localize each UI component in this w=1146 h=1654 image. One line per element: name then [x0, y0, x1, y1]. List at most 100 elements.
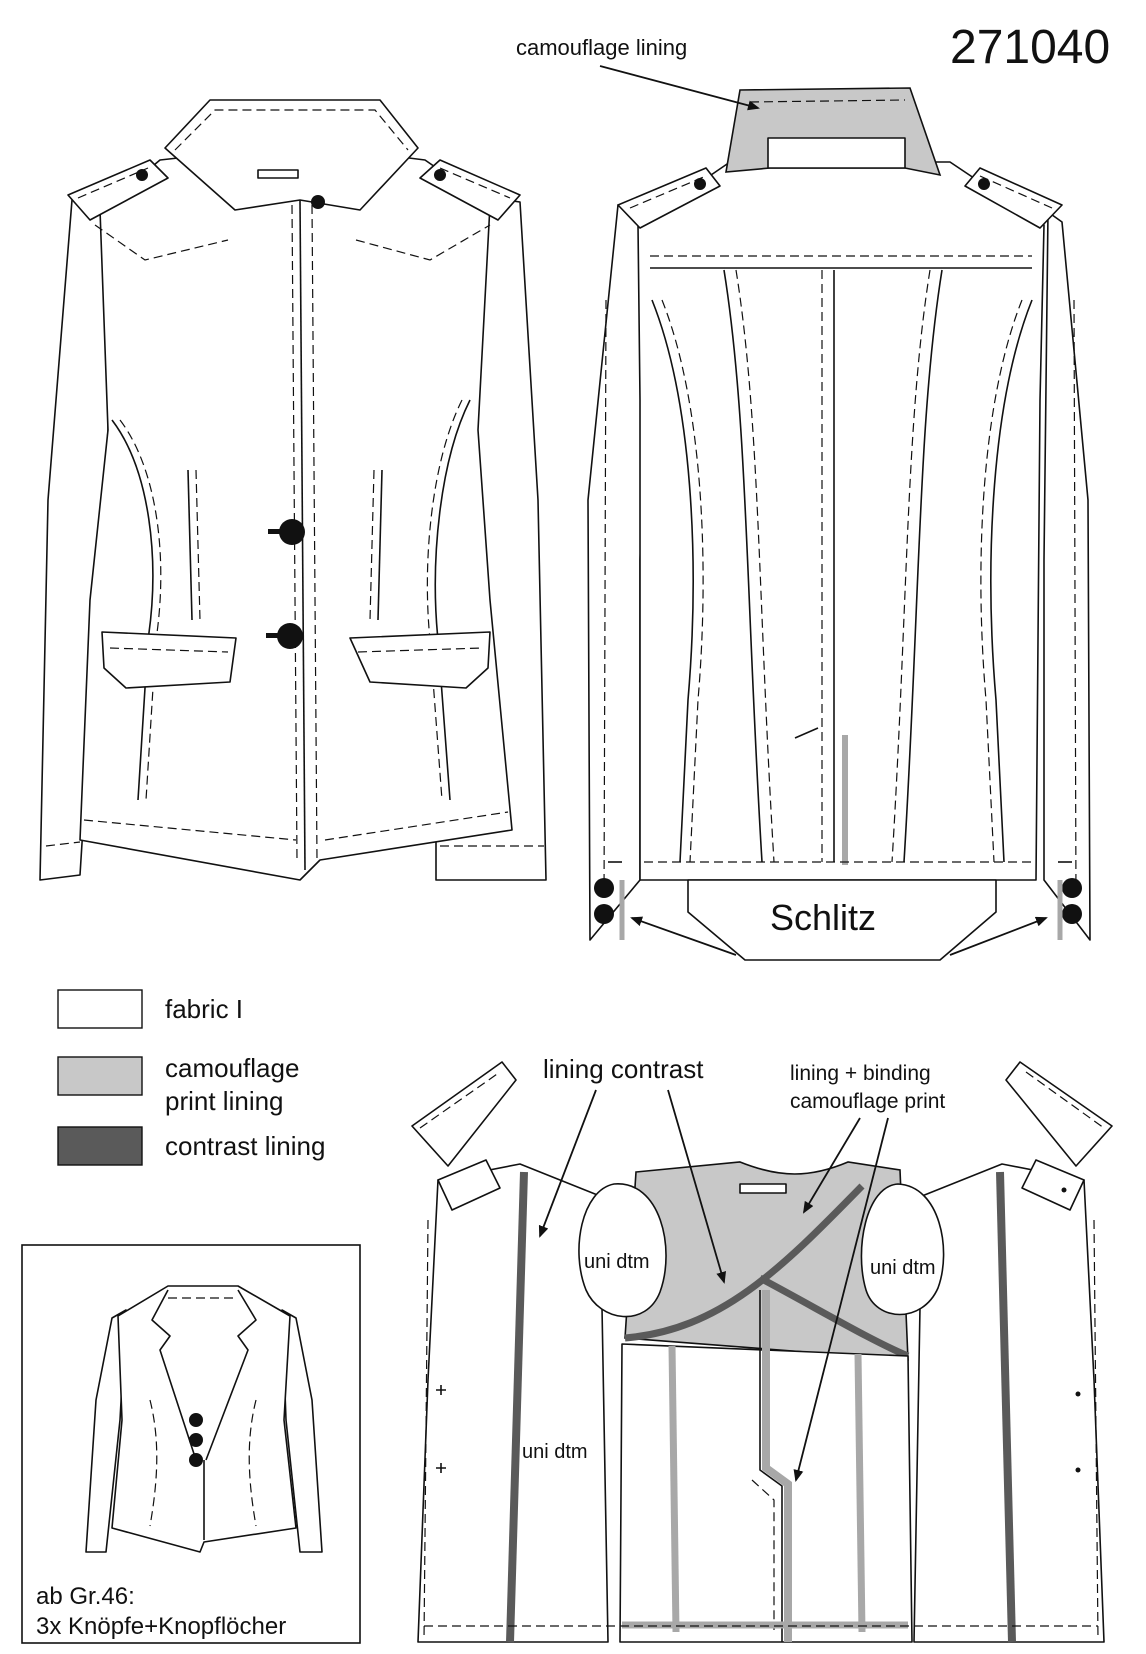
legend-swatch-camouflage	[57, 1056, 143, 1096]
stitch-line	[357, 647, 483, 653]
front-side-seam-left	[111, 419, 154, 801]
front-collar	[164, 99, 419, 211]
arrow-binding-to-pleat	[793, 1117, 889, 1482]
stitch-line	[45, 841, 81, 847]
stitch-line	[1093, 1219, 1099, 1641]
inset-size-note: ab Gr.46: 3x Knöpfe+Knopflöcher	[21, 1244, 361, 1644]
back-right-sleeve	[1043, 211, 1091, 941]
front-button-1	[279, 519, 305, 545]
back-hanger-tab	[767, 137, 906, 169]
inset-right-lapel	[205, 1289, 257, 1461]
inset-right-sleeve	[281, 1309, 323, 1553]
uni-dtm-armhole-left: uni dtm	[584, 1251, 650, 1273]
stitch-line	[77, 167, 149, 199]
stitch-line	[603, 299, 607, 901]
position-mark	[436, 1385, 446, 1395]
stitch-line	[248, 1399, 257, 1527]
inset-left-sleeve	[85, 1309, 127, 1553]
contrast-lining-strip-left	[506, 1171, 528, 1643]
back-side-seam-right	[990, 299, 1033, 863]
front-button-2	[277, 623, 303, 649]
callout-lining-binding-line1: lining + binding	[790, 1062, 931, 1085]
legend-swatch-fabric	[57, 989, 143, 1029]
inset-note-line1: ab Gr.46:	[36, 1583, 135, 1610]
stitch-line	[355, 224, 491, 261]
legend-label-camouflage-line1: camouflage	[165, 1053, 299, 1083]
legend: fabric I camouflage print lining contras…	[57, 989, 325, 1166]
arrow-lining-contrast-to-back	[667, 1089, 726, 1284]
cuff-button-right-1	[1062, 878, 1082, 898]
stitch-line	[83, 819, 297, 841]
back-view	[587, 87, 1091, 961]
callout-schlitz: Schlitz	[770, 897, 876, 938]
armhole-left	[578, 1183, 667, 1318]
interior-collar-left	[411, 1061, 517, 1167]
stitch-line	[1073, 299, 1077, 901]
stitch-line	[195, 469, 201, 621]
buttonhole	[268, 529, 286, 534]
arrow-schlitz-right	[949, 916, 1048, 956]
interior-left-front	[417, 1163, 609, 1643]
stitch-line	[661, 299, 704, 863]
stitch-line	[891, 269, 931, 863]
cuff-button-left-2	[594, 904, 614, 924]
inset-left-lapel	[151, 1289, 197, 1461]
lining-center-pleat-edge	[759, 1290, 783, 1642]
arrow-binding-to-collar	[802, 1117, 861, 1214]
position-dot	[1075, 1467, 1081, 1473]
arrow-schlitz-left	[630, 916, 737, 956]
stitch-line	[369, 469, 375, 621]
interior-left-shoulder	[437, 1159, 501, 1211]
back-side-seam-left	[651, 299, 694, 863]
legend-label-camouflage-line2: print lining	[165, 1086, 284, 1116]
uni-dtm-armhole-right: uni dtm	[870, 1257, 936, 1279]
arrow-camouflage-lining	[599, 65, 760, 111]
legend-swatch-contrast	[57, 1126, 143, 1166]
back-panel-seam-2	[903, 269, 943, 863]
epaulette-button	[136, 169, 148, 181]
stitch-line	[735, 269, 775, 863]
epaulette-button	[694, 178, 706, 190]
stitch-line	[94, 224, 229, 261]
stitch-line	[419, 1071, 501, 1129]
stitch-line	[149, 1399, 158, 1527]
front-dart-left	[187, 469, 193, 621]
uni-dtm-front: uni dtm	[522, 1441, 588, 1463]
inset-button-2	[189, 1433, 203, 1447]
stitch-line	[119, 419, 162, 801]
stitch-line	[426, 399, 463, 801]
position-dot	[1061, 1187, 1067, 1193]
position-mark	[436, 1463, 446, 1473]
interior-collar-right	[1005, 1061, 1113, 1167]
style-number: 271040	[950, 21, 1110, 74]
callout-lining-contrast: lining contrast	[543, 1054, 704, 1084]
front-dart-right	[377, 469, 383, 621]
front-pocket-flap-left	[101, 631, 237, 689]
vent-mark	[794, 727, 819, 739]
callout-camouflage-lining: camouflage lining	[516, 35, 687, 60]
front-pocket-flap-right	[349, 631, 491, 689]
cuff-button-left-1	[594, 878, 614, 898]
binding-camouflage-print	[624, 1183, 865, 1342]
inset-button-3	[189, 1453, 203, 1467]
legend-label-contrast: contrast lining	[165, 1131, 325, 1161]
lining-strip-right	[854, 1353, 866, 1633]
contrast-lining-strip-right	[996, 1171, 1016, 1643]
arrow-lining-contrast-to-strip	[538, 1089, 597, 1238]
armhole-right	[860, 1183, 945, 1316]
legend-label-fabric: fabric I	[165, 994, 243, 1024]
callout-lining-binding-line2: camouflage print	[790, 1090, 945, 1113]
interior-view	[411, 1061, 1113, 1643]
lining-center-pleat	[762, 1290, 792, 1642]
stitch-line	[749, 99, 906, 103]
stitch-line	[980, 299, 1023, 863]
interior-right-shoulder	[1021, 1159, 1085, 1211]
binding-camouflage-print	[758, 1274, 910, 1360]
back-panel-seam-1	[723, 269, 763, 863]
back-vent-lining-strip	[842, 735, 848, 865]
stitch-line	[311, 204, 318, 861]
position-dot	[1075, 1391, 1081, 1397]
inset-button-1	[189, 1413, 203, 1427]
epaulette-button	[978, 178, 990, 190]
